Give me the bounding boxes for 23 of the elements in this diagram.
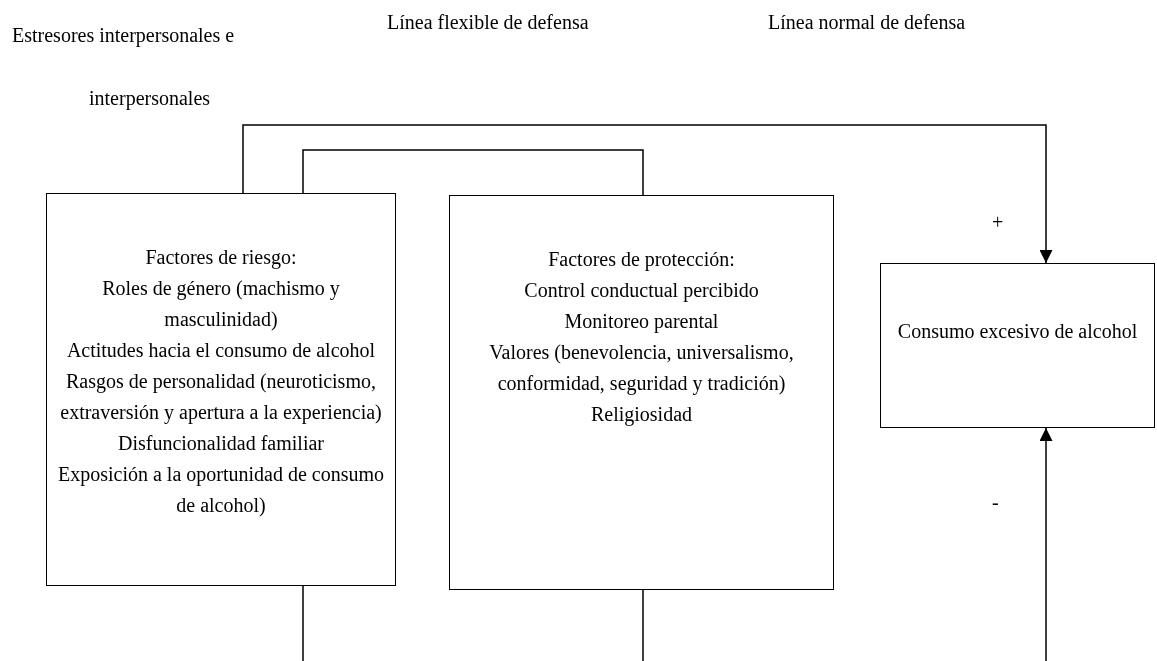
text-box bbox=[880, 263, 1155, 428]
box-text: Consumo excesivo de alcohol bbox=[897, 319, 1138, 344]
box-text: Exposición a la oportunidad de consumo de alcohol) bbox=[56, 462, 385, 518]
box-text: Rasgos de personalidad (neuroticismo, extraversión y apertura a la experiencia) bbox=[59, 369, 383, 426]
connector-line bbox=[242, 124, 1053, 264]
box-text: Factores de riesgo: bbox=[145, 245, 297, 271]
connector-line bbox=[302, 149, 644, 196]
box-text: Valores (benevolencia, universalismo, conformidad, seguridad y tradición) bbox=[488, 340, 795, 397]
connector-line bbox=[1039, 427, 1053, 661]
box-text: Religiosidad bbox=[590, 402, 693, 428]
box-text: Control conductual percibido bbox=[524, 278, 759, 304]
box-text: Monitoreo parental bbox=[564, 309, 719, 335]
text-box bbox=[449, 195, 834, 590]
box-text: Disfuncionalidad familiar bbox=[117, 431, 324, 456]
heading-label: Línea normal de defensa bbox=[768, 10, 966, 35]
connector-line bbox=[642, 589, 644, 661]
box-text: Factores de protección: bbox=[548, 247, 735, 273]
text-box bbox=[46, 193, 396, 586]
box-text: Roles de género (machismo y masculinidad) bbox=[101, 276, 341, 332]
box-text: Actitudes hacia el consumo de alcohol bbox=[66, 338, 376, 363]
heading-label: Línea flexible de defensa bbox=[387, 10, 589, 35]
heading-label: Estresores interpersonales e interpersonales bbox=[12, 23, 236, 112]
connector-line bbox=[302, 585, 304, 661]
